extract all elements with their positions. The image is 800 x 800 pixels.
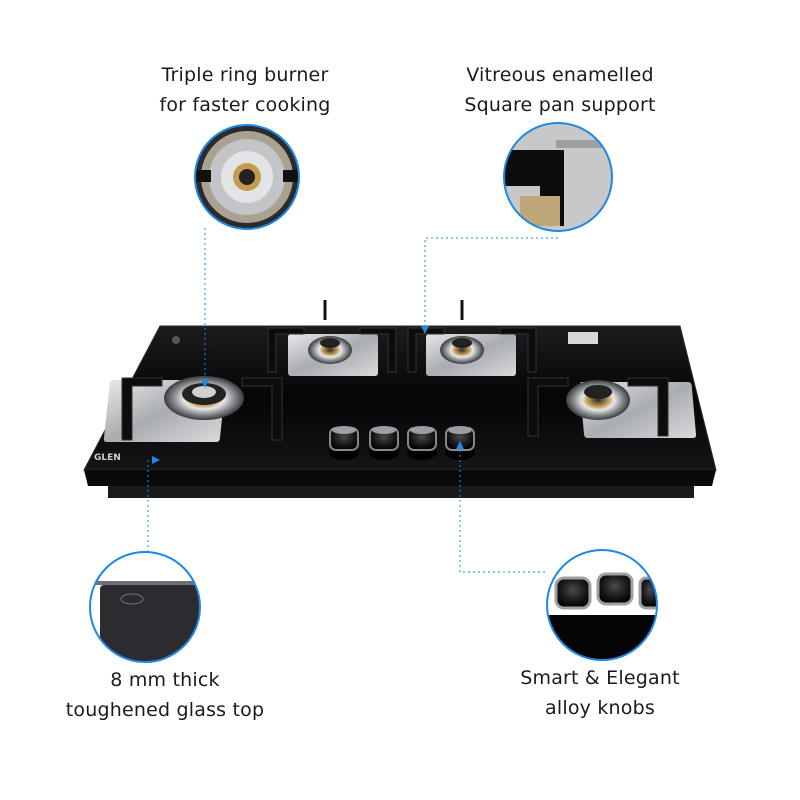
knob-2 xyxy=(369,426,399,460)
feature-caption-pan-support: Vitreous enamelled Square pan support xyxy=(440,60,680,120)
caption-line: toughened glass top xyxy=(65,699,265,721)
feature-caption-burner: Triple ring burner for faster cooking xyxy=(130,60,360,120)
callout-arrows xyxy=(152,326,464,464)
burner-front-left xyxy=(103,350,283,442)
caption-line: Vitreous enamelled xyxy=(466,64,654,86)
caption-line: alloy knobs xyxy=(545,697,655,719)
callout-lines xyxy=(147,228,558,573)
caption-line: 8 mm thick xyxy=(110,669,220,691)
caption-line: Smart & Elegant xyxy=(520,667,680,689)
caption-line: Triple ring burner xyxy=(161,64,329,86)
feature-caption-glass-top: 8 mm thick toughened glass top xyxy=(40,665,290,725)
zoom-glass-top xyxy=(89,551,201,663)
caption-line: for faster cooking xyxy=(159,94,331,116)
feature-caption-knobs: Smart & Elegant alloy knobs xyxy=(490,663,710,723)
burner-front-right xyxy=(527,377,697,438)
burner-back-left xyxy=(267,300,397,376)
burner-back-right xyxy=(407,300,537,376)
cooktop: GLEN xyxy=(83,325,717,498)
zoom-pan-support xyxy=(503,122,613,232)
caption-line: Square pan support xyxy=(464,94,656,116)
knob-3 xyxy=(407,426,437,460)
brand-logo: GLEN xyxy=(94,453,121,463)
zoom-knobs xyxy=(546,549,658,661)
knob-1 xyxy=(329,426,359,460)
zoom-burner xyxy=(194,124,300,230)
